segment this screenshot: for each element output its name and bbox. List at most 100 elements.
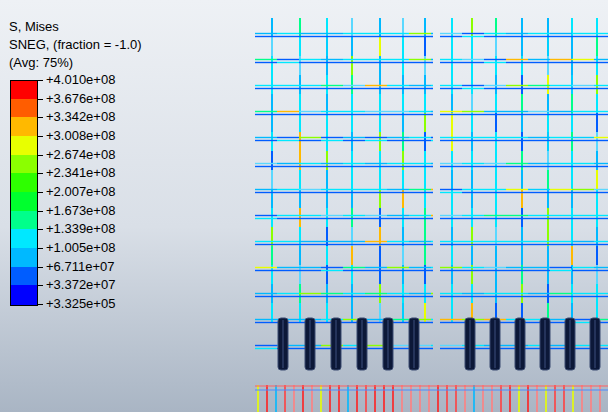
horizontal-rebar: [343, 163, 365, 164]
stud-connector: [278, 318, 288, 370]
horizontal-rebar: [594, 296, 608, 297]
vertical-rebar: [571, 132, 573, 151]
horizontal-rebar: [343, 137, 365, 138]
horizontal-rebar: [299, 244, 321, 245]
stud-highlight: [387, 320, 389, 368]
horizontal-rebar: [343, 166, 365, 167]
base-rebar: [446, 385, 448, 412]
horizontal-rebar: [277, 270, 299, 271]
horizontal-rebar: [462, 189, 484, 190]
horizontal-rebar: [299, 270, 321, 271]
horizontal-rebar: [321, 296, 343, 297]
horizontal-rebar: [321, 88, 343, 89]
base-rebar: [311, 385, 313, 412]
vertical-rebar: [379, 208, 381, 227]
horizontal-rebar: [299, 189, 321, 190]
horizontal-rebar: [409, 244, 431, 245]
horizontal-rebar: [440, 85, 462, 86]
horizontal-rebar: [299, 62, 321, 63]
horizontal-rebar: [550, 244, 572, 245]
horizontal-rebar: [299, 192, 321, 193]
horizontal-rebar: [277, 296, 299, 297]
vertical-rebar: [424, 37, 426, 56]
horizontal-rebar: [255, 163, 277, 164]
horizontal-rebar: [277, 62, 299, 63]
horizontal-rebar: [528, 189, 550, 190]
horizontal-rebar: [484, 111, 506, 112]
vertical-rebar: [521, 94, 523, 113]
color-swatch: [11, 285, 37, 304]
base-rebar: [437, 385, 439, 412]
legend-value: +3.372e+07: [46, 277, 115, 292]
horizontal-rebar: [255, 33, 277, 34]
horizontal-rebar: [321, 114, 343, 115]
horizontal-rebar: [431, 345, 433, 346]
horizontal-rebar: [594, 140, 608, 141]
base-rebar: [509, 385, 511, 412]
base-rebar: [365, 385, 367, 412]
vertical-rebar: [379, 246, 381, 265]
vertical-rebar: [379, 75, 381, 94]
horizontal-rebar: [440, 192, 462, 193]
horizontal-rebar: [321, 33, 343, 34]
horizontal-rebar: [387, 296, 409, 297]
horizontal-rebar: [299, 85, 321, 86]
base-rebar: [599, 385, 601, 412]
vertical-rebar: [379, 170, 381, 189]
horizontal-rebar: [431, 137, 433, 138]
horizontal-rebar: [550, 88, 572, 89]
horizontal-rebar: [431, 319, 433, 320]
horizontal-rebar: [484, 166, 506, 167]
horizontal-rebar: [572, 241, 594, 242]
horizontal-rebar: [550, 111, 572, 112]
vertical-rebar: [424, 132, 426, 151]
horizontal-rebar: [462, 293, 484, 294]
horizontal-rebar: [255, 348, 277, 349]
horizontal-rebar: [299, 59, 321, 60]
horizontal-rebar: [462, 296, 484, 297]
horizontal-rebar: [528, 62, 550, 63]
base-rebar: [347, 385, 349, 412]
horizontal-rebar: [431, 189, 433, 190]
stud-connector: [565, 318, 575, 370]
horizontal-rebar: [594, 267, 608, 268]
vertical-rebar: [299, 94, 301, 113]
vertical-rebar: [571, 94, 573, 113]
vertical-rebar: [271, 170, 273, 189]
horizontal-rebar: [255, 137, 277, 138]
horizontal-rebar: [506, 140, 528, 141]
horizontal-rebar: [462, 88, 484, 89]
horizontal-rebar: [528, 33, 550, 34]
vertical-rebar: [379, 227, 381, 246]
horizontal-rebar: [528, 88, 550, 89]
horizontal-rebar: [409, 33, 431, 34]
vertical-rebar: [351, 94, 353, 113]
legend-header: (Avg: 75%): [9, 55, 73, 70]
vertical-rebar: [495, 170, 497, 189]
horizontal-rebar: [343, 244, 365, 245]
base-rebar: [590, 385, 592, 412]
horizontal-rebar: [572, 114, 594, 115]
horizontal-rebar: [321, 59, 343, 60]
horizontal-rebar: [343, 215, 365, 216]
base-rebar: [275, 385, 277, 412]
horizontal-rebar: [409, 267, 431, 268]
vertical-rebar: [471, 246, 473, 265]
stud-connector: [590, 318, 600, 370]
vertical-rebar: [402, 94, 404, 113]
horizontal-rebar: [572, 59, 594, 60]
horizontal-rebar: [255, 59, 277, 60]
horizontal-rebar: [550, 293, 572, 294]
color-swatch: [11, 99, 37, 118]
vertical-rebar: [596, 37, 598, 56]
horizontal-rebar: [409, 166, 431, 167]
vertical-rebar: [379, 37, 381, 56]
horizontal-rebar: [409, 88, 431, 89]
horizontal-rebar: [440, 270, 462, 271]
horizontal-rebar: [484, 218, 506, 219]
horizontal-rebar: [550, 114, 572, 115]
color-swatch: [11, 248, 37, 267]
horizontal-rebar: [277, 163, 299, 164]
horizontal-rebar: [277, 267, 299, 268]
horizontal-rebar: [550, 241, 572, 242]
